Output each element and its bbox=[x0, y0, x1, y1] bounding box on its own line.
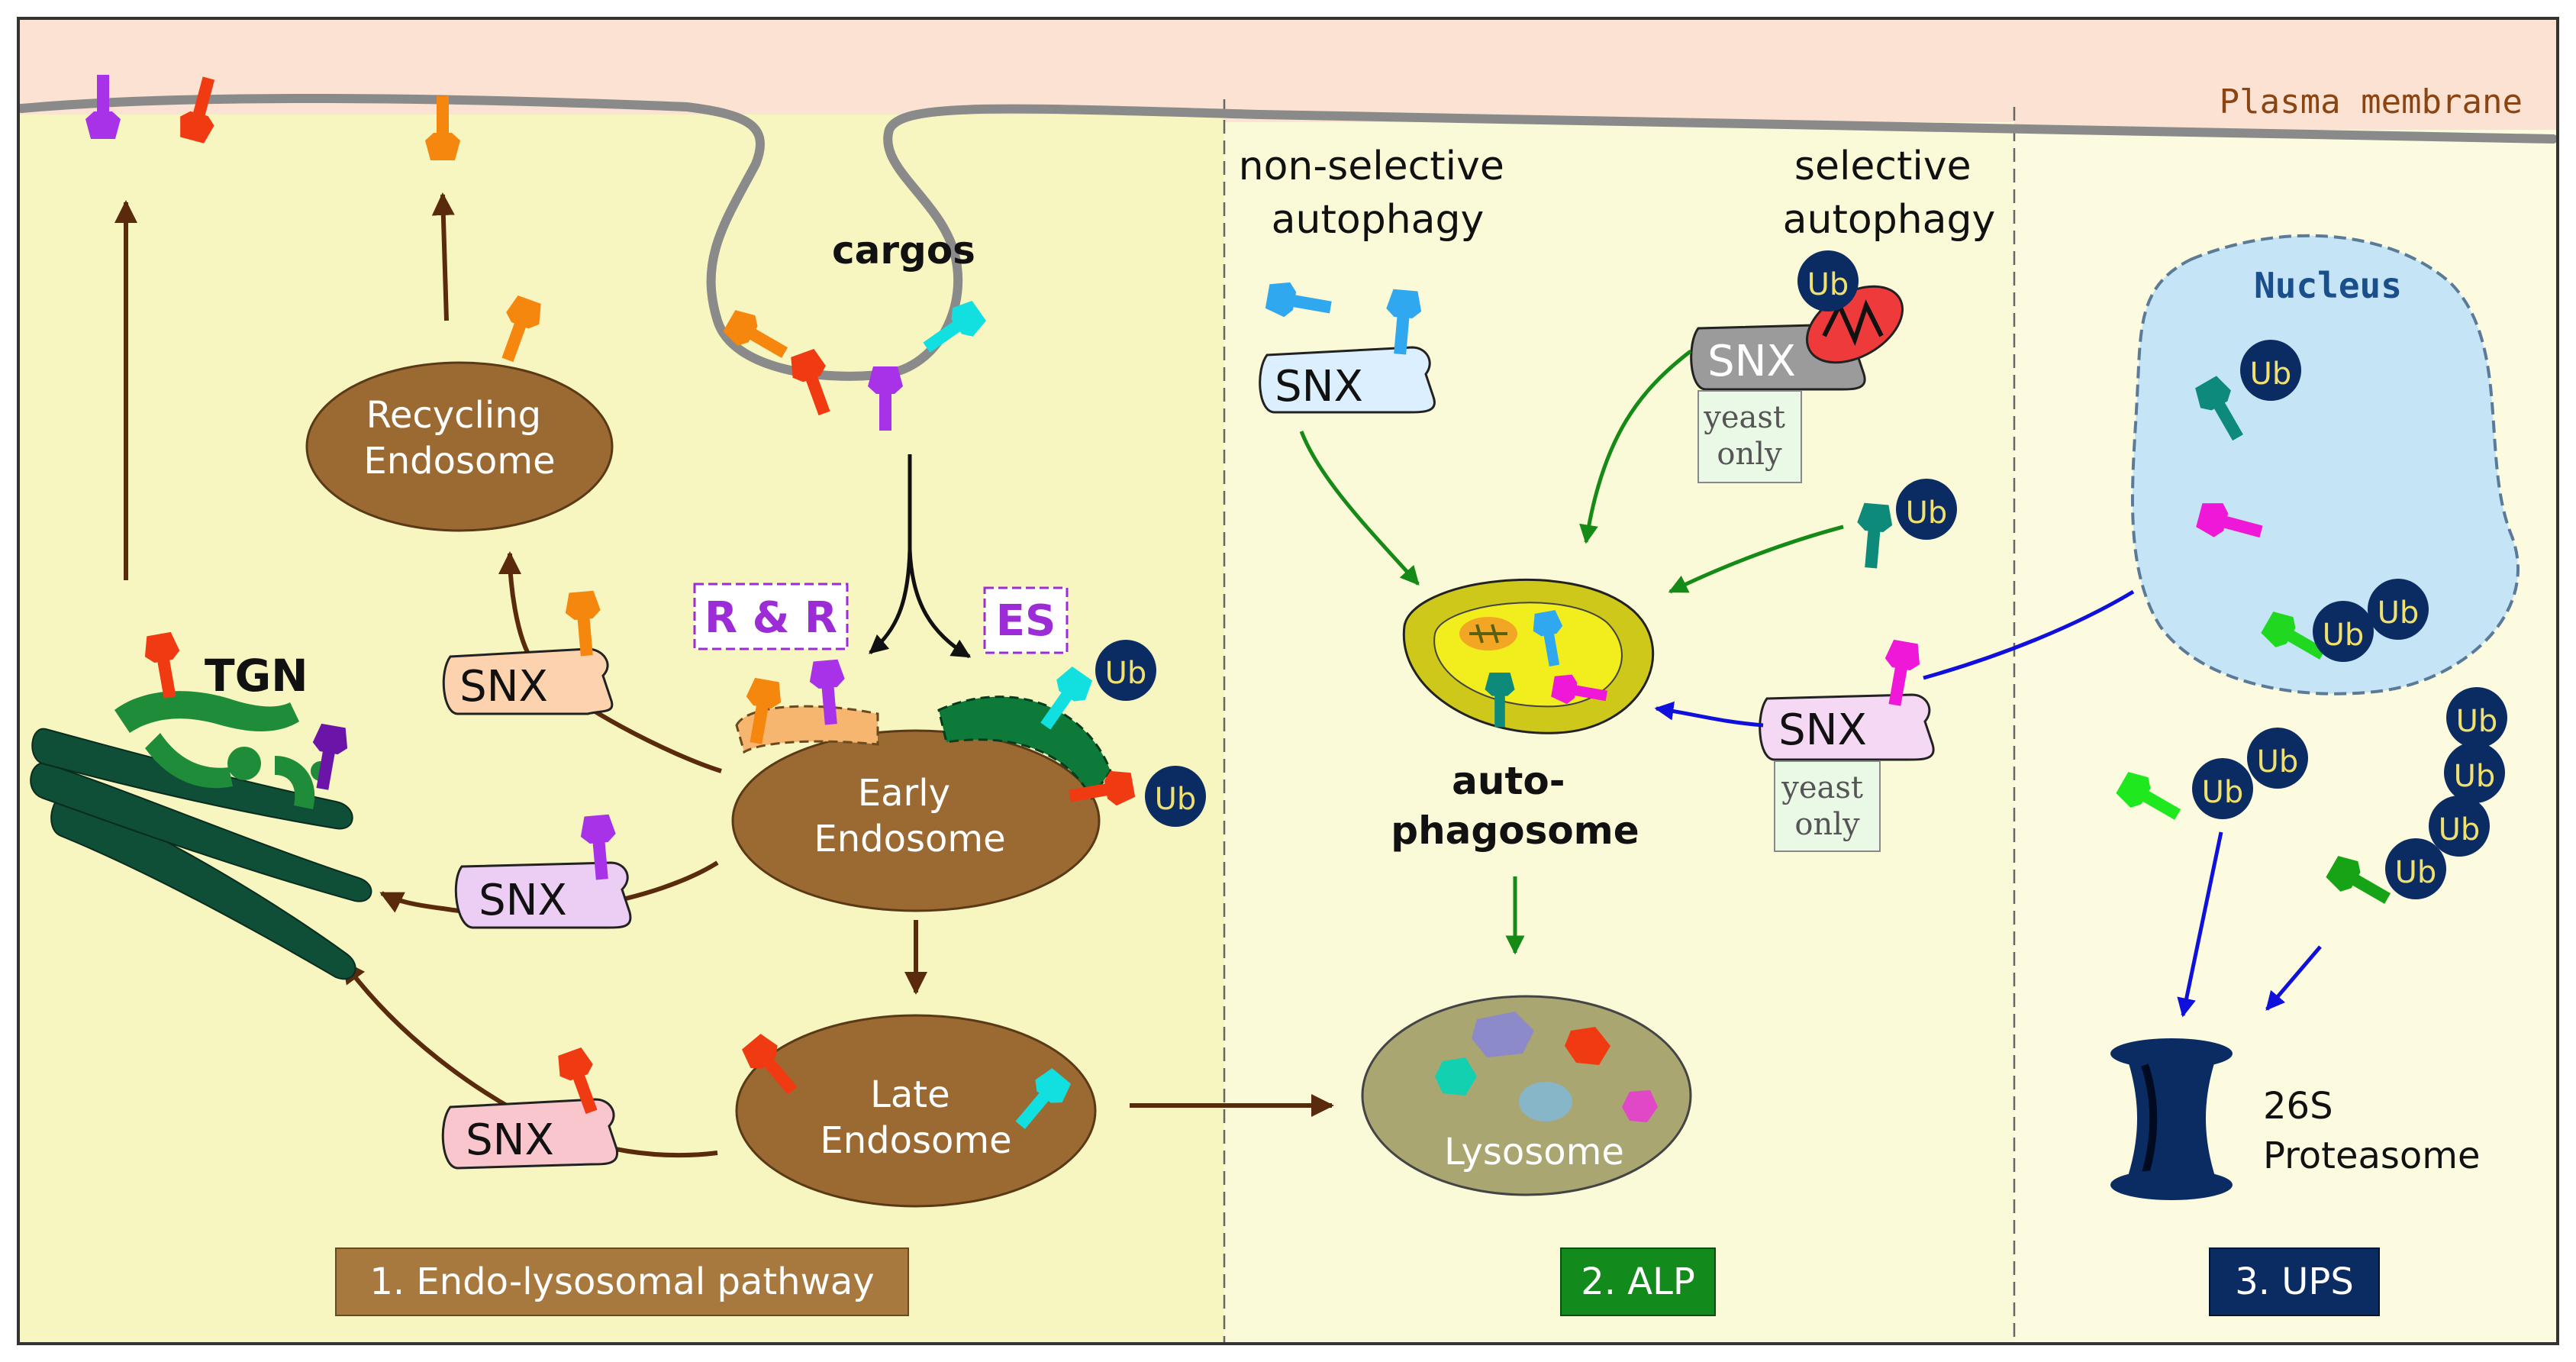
svg-text:Ub: Ub bbox=[2250, 357, 2292, 392]
cargos-label: cargos bbox=[832, 228, 975, 273]
late-endosome-label: Late Endosome bbox=[820, 1073, 1011, 1162]
es-label-box bbox=[983, 586, 1069, 654]
svg-text:SNX: SNX bbox=[459, 662, 548, 712]
yeast-only-badge-top: yeast only bbox=[1697, 390, 1802, 483]
snx-pink: SNX bbox=[441, 1098, 619, 1170]
ub-chain-1: Ub bbox=[2385, 838, 2446, 899]
ub-teal-alp: Ub bbox=[1896, 479, 1957, 540]
plasma-membrane-label: Plasma membrane bbox=[2220, 82, 2523, 121]
svg-text:Ub: Ub bbox=[1155, 782, 1197, 817]
svg-text:Ub: Ub bbox=[1906, 495, 1948, 531]
ub-green-cytosol-1b: Ub bbox=[2247, 728, 2308, 789]
ub-mitochondrion: Ub bbox=[1797, 250, 1859, 311]
svg-text:Ub: Ub bbox=[2456, 704, 2498, 739]
yeast-only-badge-bottom: yeast only bbox=[1774, 760, 1881, 852]
arrow-cargos-to-es bbox=[908, 549, 972, 659]
rr-label-box bbox=[693, 583, 849, 650]
lysosome-content-teal bbox=[1435, 1057, 1477, 1096]
arrow-snx-magenta-to-autophagosome bbox=[1654, 701, 1764, 728]
svg-text:Ub: Ub bbox=[1807, 267, 1849, 302]
svg-text:SNX: SNX bbox=[479, 876, 567, 925]
svg-text:yeast only: yeast only bbox=[1703, 400, 1794, 472]
lysosome-content-magenta bbox=[1622, 1090, 1658, 1122]
arrow-nonselective-to-autophagosome bbox=[1299, 431, 1420, 586]
proteasome-label: 26S Proteasome bbox=[2263, 1085, 2481, 1177]
ups-label: 3. UPS bbox=[2235, 1260, 2354, 1303]
ub-chain-3: Ub bbox=[2444, 742, 2505, 803]
figure-frame bbox=[17, 17, 2559, 1345]
recycling-endosome-label: Recycling Endosome bbox=[363, 394, 555, 483]
early-endosome-label: Early Endosome bbox=[814, 772, 1005, 860]
nonselective-autophagy-label: non-selective autophagy bbox=[1239, 144, 1517, 243]
ub-teal-nucleus: Ub bbox=[2240, 340, 2301, 401]
ub-chain-4: Ub bbox=[2446, 687, 2507, 748]
ub-early-cyan: Ub bbox=[1095, 640, 1156, 701]
arrow-cargos-to-rr bbox=[869, 549, 912, 654]
nucleus-label: Nucleus bbox=[2254, 265, 2402, 306]
arrow-cytosol-2-to-proteasome bbox=[2265, 945, 2322, 1011]
ub-green-cytosol-1a: Ub bbox=[2192, 758, 2253, 819]
snx-magenta: SNX bbox=[1759, 693, 1935, 761]
svg-text:SNX: SNX bbox=[1275, 362, 1363, 412]
svg-text:Ub: Ub bbox=[2257, 744, 2299, 779]
proteasome-26s bbox=[2110, 1038, 2233, 1200]
alp-label: 2. ALP bbox=[1581, 1260, 1695, 1303]
svg-text:Ub: Ub bbox=[2202, 775, 2244, 810]
plasma-membrane bbox=[17, 93, 2558, 381]
early-endosome bbox=[731, 729, 1101, 912]
endo-pathway-label-box bbox=[335, 1247, 909, 1316]
ub-green-nucleus-1: Ub bbox=[2313, 601, 2374, 662]
svg-text:SNX: SNX bbox=[1707, 337, 1796, 386]
svg-text:yeast only: yeast only bbox=[1781, 770, 1872, 842]
svg-text:SNX: SNX bbox=[466, 1115, 554, 1165]
es-label: ES bbox=[996, 596, 1056, 646]
svg-text:Ub: Ub bbox=[2439, 812, 2481, 847]
arrow-ub-cargo-to-autophagosome bbox=[1668, 524, 1844, 594]
arrow-nucleus-to-snx bbox=[1923, 589, 2135, 680]
snx-orange: SNX bbox=[442, 647, 614, 715]
lysosome-content-lavender bbox=[1472, 1012, 1534, 1057]
rr-label: R & R bbox=[704, 593, 837, 643]
svg-text:Ub: Ub bbox=[2454, 759, 2496, 794]
ub-green-nucleus-2: Ub bbox=[2368, 579, 2429, 640]
svg-text:Ub: Ub bbox=[2323, 618, 2365, 653]
arrow-selective-to-autophagosome bbox=[1579, 350, 1692, 544]
late-endosome bbox=[735, 1014, 1097, 1208]
nucleus bbox=[2130, 234, 2520, 696]
alp-label-box bbox=[1560, 1247, 1716, 1316]
svg-text:Ub: Ub bbox=[2395, 855, 2437, 890]
lysosome-content-blue bbox=[1519, 1082, 1572, 1122]
ub-early-red: Ub bbox=[1145, 766, 1206, 827]
arrow-recycling-to-membrane bbox=[431, 192, 455, 321]
snx-violet: SNX bbox=[454, 861, 632, 929]
ups-label-box bbox=[2209, 1247, 2380, 1316]
lysosome-content-red bbox=[1565, 1027, 1610, 1065]
arrow-cytosol-1-to-proteasome bbox=[2177, 831, 2223, 1018]
snx-blue: SNX bbox=[1259, 346, 1436, 414]
svg-text:Ub: Ub bbox=[1105, 656, 1147, 691]
endo-pathway-label: 1. Endo-lysosomal pathway bbox=[369, 1260, 874, 1303]
lysosome-label: Lysosome bbox=[1444, 1131, 1624, 1173]
svg-text:Ub: Ub bbox=[2378, 595, 2420, 631]
recycling-endosome bbox=[305, 361, 614, 532]
svg-text:SNX: SNX bbox=[1778, 705, 1867, 755]
tgn-label: TGN bbox=[205, 650, 308, 702]
selective-autophagy-label: selective autophagy bbox=[1783, 144, 1996, 243]
ub-chain-2: Ub bbox=[2429, 796, 2490, 857]
autophagosome-label: auto- phagosome bbox=[1391, 759, 1639, 853]
